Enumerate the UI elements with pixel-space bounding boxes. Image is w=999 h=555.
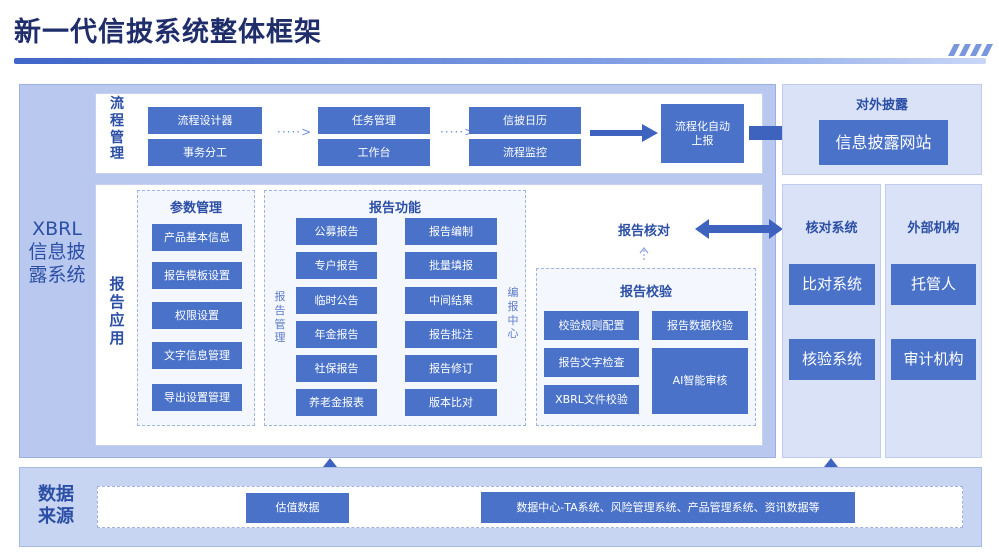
valuation-data-button[interactable]: 估值数据	[246, 493, 349, 523]
task-management-button[interactable]: 任务管理	[318, 107, 430, 134]
dotted-arrow-up-icon	[639, 247, 649, 262]
compile-center-label: 编报中心	[507, 286, 519, 341]
version-compare-button[interactable]: 版本比对	[405, 389, 497, 416]
verification-system-button[interactable]: 核验系统	[789, 339, 875, 380]
data-source-label: 数据来源	[38, 484, 74, 527]
double-arrow-icon	[695, 219, 783, 239]
arrow-right-icon	[590, 124, 658, 142]
report-revision-button[interactable]: 报告修订	[405, 355, 497, 382]
report-reconcile-label: 报告核对	[617, 224, 670, 239]
page-title: 新一代信披系统整体框架	[14, 17, 322, 48]
report-application-label: 报告应用	[109, 275, 125, 347]
report-management-label: 报告管理	[274, 290, 286, 345]
verify-system-title: 核对系统	[805, 221, 858, 236]
flow-management-label: 流程管理	[110, 96, 124, 163]
external-disclosure-title: 对外披露	[855, 98, 908, 113]
custodian-button[interactable]: 托管人	[891, 264, 976, 305]
report-functions-title: 报告功能	[368, 201, 421, 216]
ai-audit-button[interactable]: AI智能审核	[652, 348, 748, 414]
process-monitor-button[interactable]: 流程监控	[469, 139, 581, 166]
permission-setting-button[interactable]: 权限设置	[152, 302, 242, 329]
temporary-notice-button[interactable]: 临时公告	[296, 287, 377, 314]
data-center-button[interactable]: 数据中心-TA系统、风险管理系统、产品管理系统、资讯数据等	[481, 492, 855, 523]
check-rule-config-button[interactable]: 校验规则配置	[544, 311, 639, 340]
special-account-report-button[interactable]: 专户报告	[296, 252, 377, 279]
disclosure-calendar-button[interactable]: 信披日历	[469, 107, 581, 134]
audit-institution-button[interactable]: 审计机构	[891, 339, 976, 380]
xbrl-file-check-button[interactable]: XBRL文件校验	[544, 385, 639, 414]
flow-dots-1: ·····>	[277, 125, 313, 139]
report-text-check-button[interactable]: 报告文字检查	[544, 348, 639, 377]
comparison-system-button[interactable]: 比对系统	[789, 264, 875, 305]
flow-dots-2: ·····>	[440, 125, 476, 139]
external-org-title: 外部机构	[907, 221, 960, 236]
disclosure-website-button[interactable]: 信息披露网站	[819, 120, 948, 165]
title-underline	[14, 58, 986, 64]
product-info-button[interactable]: 产品基本信息	[152, 224, 242, 251]
decorative-stripes-icon	[948, 44, 993, 56]
auto-report-button[interactable]: 流程化自动上报	[661, 104, 744, 163]
social-security-report-button[interactable]: 社保报告	[296, 355, 377, 382]
intermediate-result-button[interactable]: 中间结果	[405, 287, 497, 314]
text-info-management-button[interactable]: 文字信息管理	[152, 342, 242, 369]
export-setting-button[interactable]: 导出设置管理	[152, 384, 242, 411]
template-setting-button[interactable]: 报告模板设置	[152, 262, 242, 289]
report-data-check-button[interactable]: 报告数据校验	[652, 311, 748, 340]
report-compile-button[interactable]: 报告编制	[405, 218, 497, 245]
task-division-button[interactable]: 事务分工	[148, 139, 262, 166]
annuity-report-button[interactable]: 年金报告	[296, 321, 377, 348]
parameter-management-title: 参数管理	[169, 201, 222, 216]
external-org-panel	[885, 184, 982, 458]
pension-statement-button[interactable]: 养老金报表	[296, 389, 377, 416]
batch-fill-button[interactable]: 批量填报	[405, 252, 497, 279]
verify-system-panel	[782, 184, 881, 458]
process-designer-button[interactable]: 流程设计器	[148, 107, 262, 134]
report-check-title: 报告校验	[619, 285, 672, 300]
report-annotation-button[interactable]: 报告批注	[405, 321, 497, 348]
workbench-button[interactable]: 工作台	[318, 139, 430, 166]
public-report-button[interactable]: 公募报告	[296, 218, 377, 245]
